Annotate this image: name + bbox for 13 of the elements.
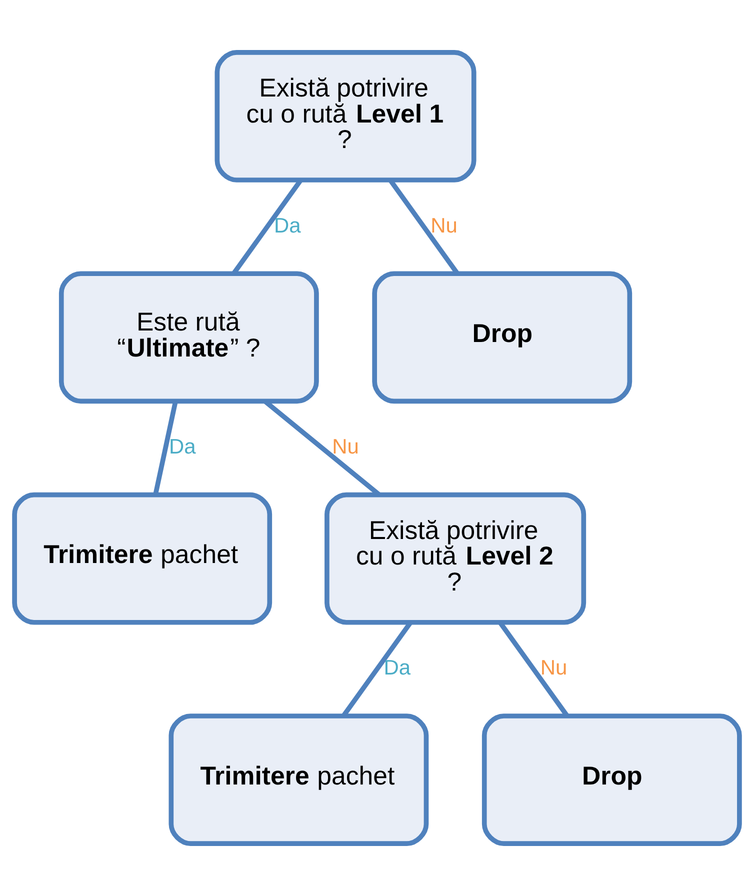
node-box: Există potrivire cu o rută Level 2 ? <box>324 492 586 624</box>
node-box: Drop <box>482 713 742 846</box>
edge-label: Nu <box>540 656 568 680</box>
edge-label: Da <box>274 214 301 237</box>
edge-label: Nu <box>430 214 458 237</box>
edge-label: Nu <box>332 434 359 458</box>
node-box: Este rută “Ultimate” ? <box>58 270 319 404</box>
edge-label: Da <box>384 656 411 680</box>
edge-label: Da <box>169 434 196 458</box>
node-box: Există potrivire cu o rută Level 1 ? <box>214 50 476 182</box>
node-box: Trimitere pachet <box>168 713 429 846</box>
node-box: Trimitere pachet <box>12 492 272 624</box>
node-box: Drop <box>372 270 632 404</box>
